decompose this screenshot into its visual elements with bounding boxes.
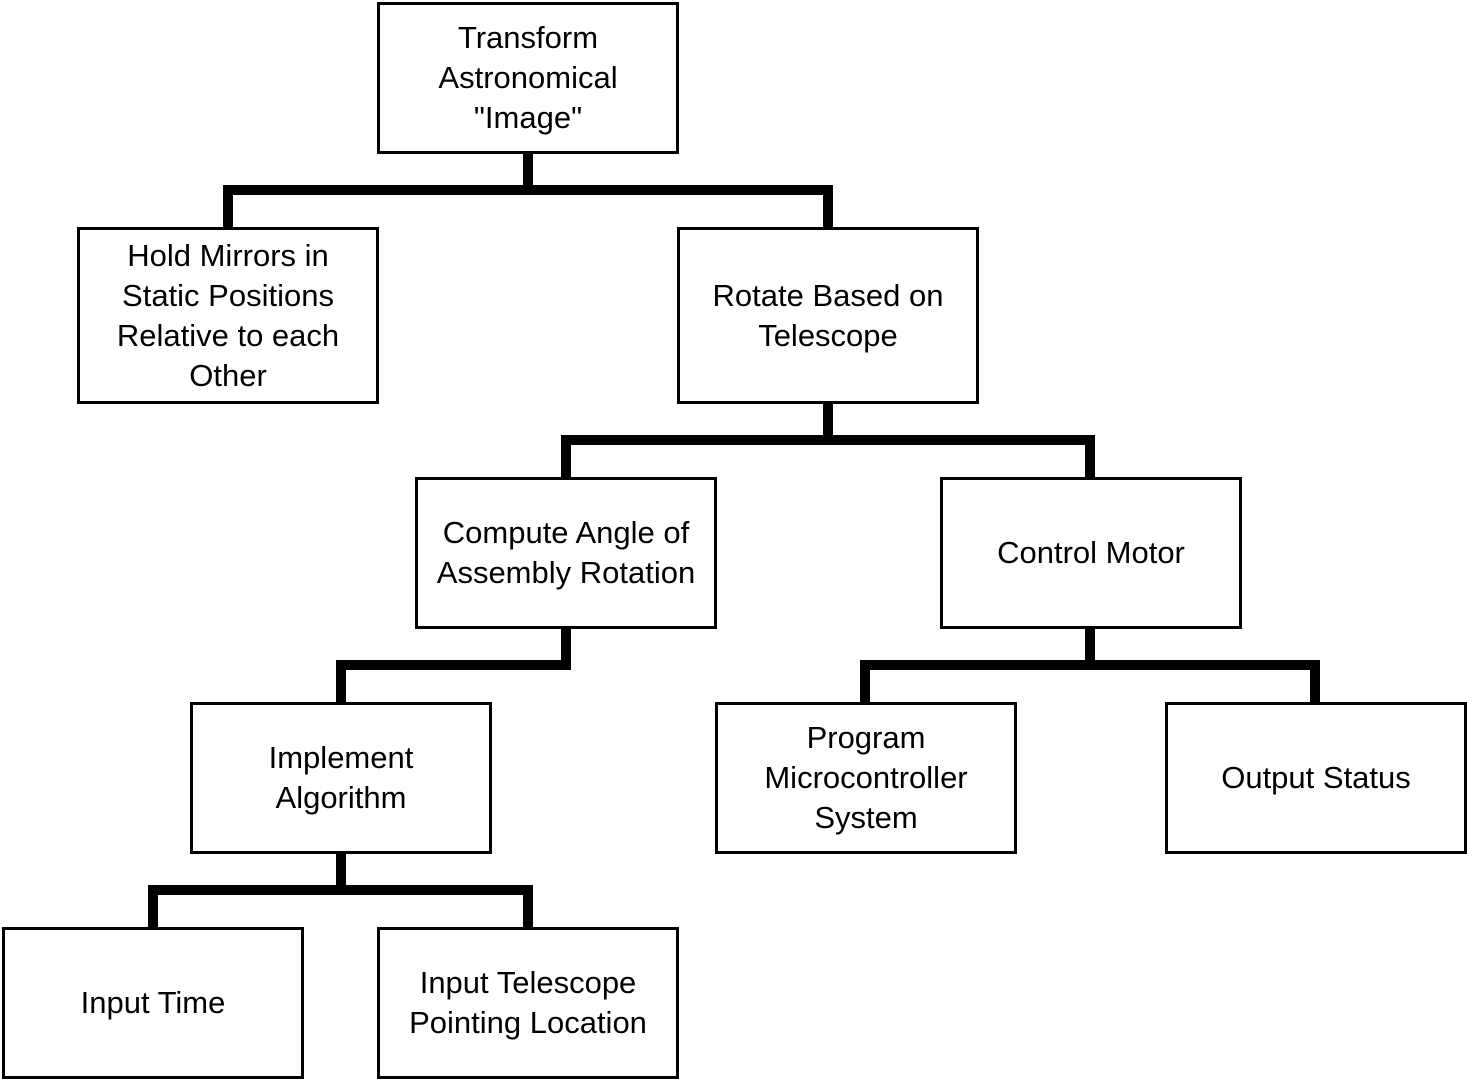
node-label: Input Telescope Pointing Location	[409, 965, 647, 1040]
connector-compute-to-implement	[336, 629, 571, 702]
connector-rotate-to-children	[561, 404, 1095, 477]
node-label: Hold Mirrors in Static Positions Relativ…	[116, 237, 340, 393]
node-program-microcontroller: Program Microcontroller System	[715, 702, 1017, 854]
node-label: Control Motor	[997, 535, 1185, 570]
connector-motor-to-children	[860, 629, 1320, 702]
node-rotate-based-on-telescope: Rotate Based on Telescope	[677, 227, 979, 404]
node-input-time: Input Time	[2, 927, 304, 1079]
node-label: Compute Angle of Assembly Rotation	[436, 515, 696, 590]
node-hold-mirrors: Hold Mirrors in Static Positions Relativ…	[77, 227, 379, 404]
node-label: Input Time	[80, 985, 226, 1020]
node-label: Program Microcontroller System	[764, 720, 968, 835]
node-input-telescope-pointing: Input Telescope Pointing Location	[377, 927, 679, 1079]
node-control-motor: Control Motor	[940, 477, 1242, 629]
node-implement-algorithm: Implement Algorithm	[190, 702, 492, 854]
node-label: Rotate Based on Telescope	[712, 277, 944, 353]
node-transform-astronomical-image: Transform Astronomical "Image"	[377, 2, 679, 154]
node-output-status: Output Status	[1165, 702, 1467, 854]
connector-root-to-children	[223, 154, 833, 227]
node-label: Implement Algorithm	[268, 740, 414, 815]
node-label: Output Status	[1221, 760, 1411, 795]
node-label: Transform Astronomical "Image"	[438, 20, 618, 135]
connector-implement-to-children	[148, 854, 533, 927]
node-compute-angle: Compute Angle of Assembly Rotation	[415, 477, 717, 629]
